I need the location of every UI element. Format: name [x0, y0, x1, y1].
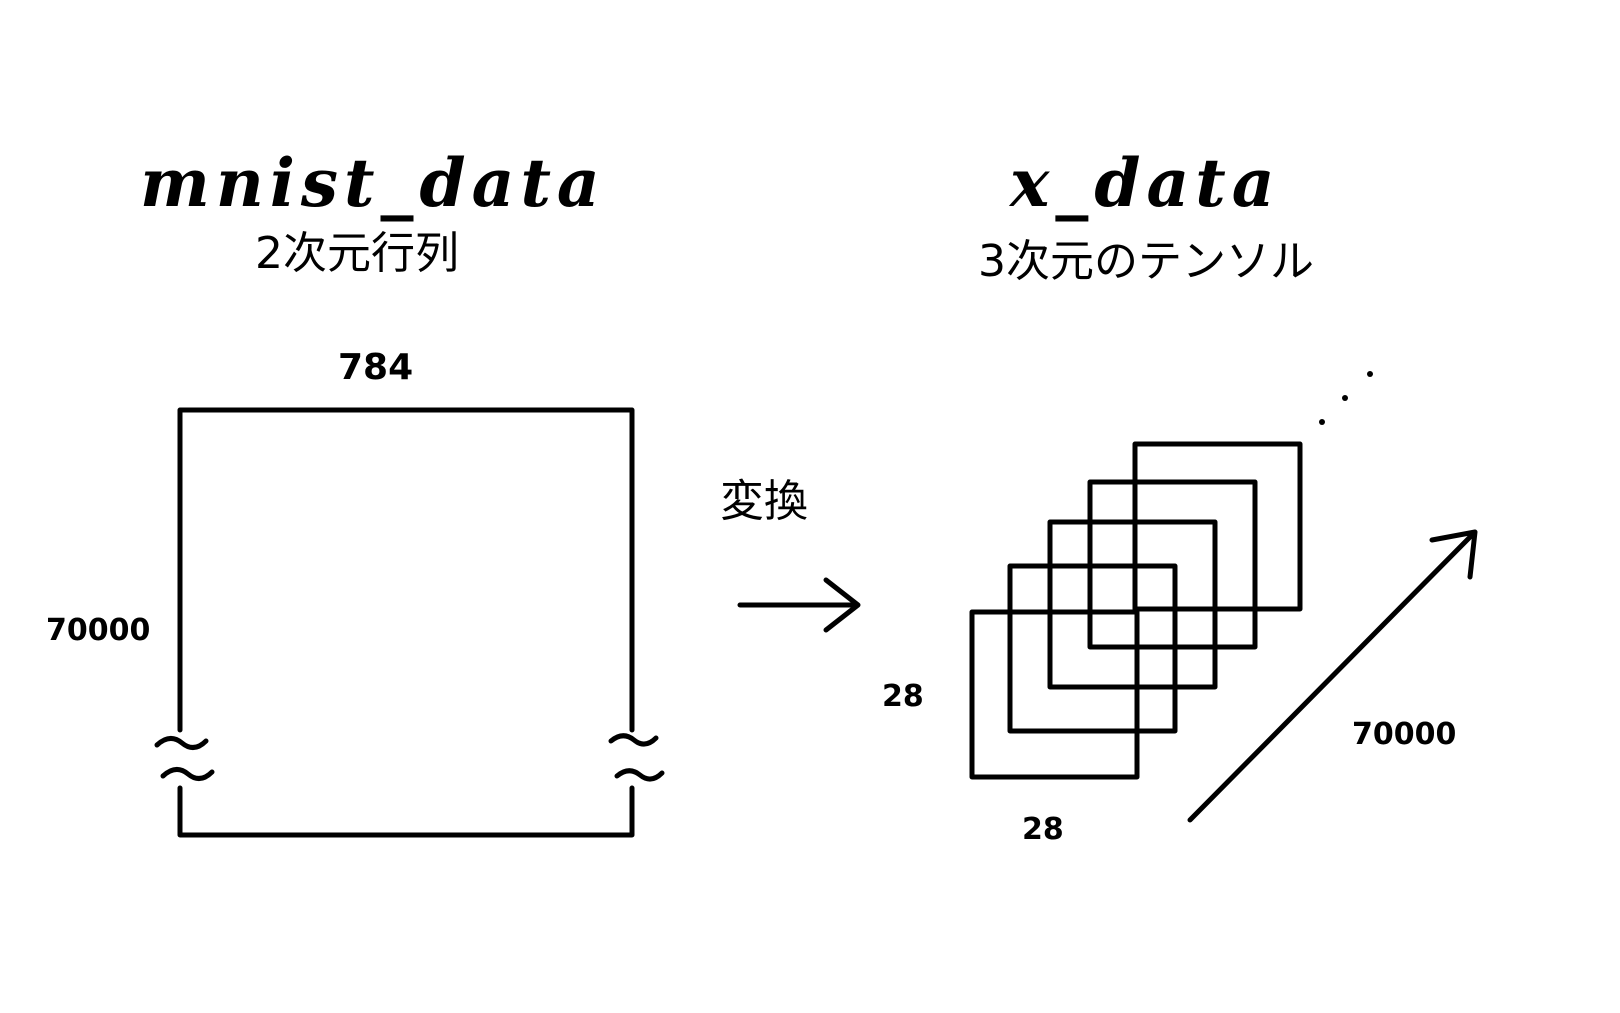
matrix-outline-top — [177, 407, 635, 733]
matrix-subtitle: 2次元行列 — [255, 228, 459, 279]
tensor-title: x_data — [1010, 144, 1281, 222]
transform-arrow — [737, 577, 861, 633]
tensor-width-label: 28 — [1022, 812, 1064, 847]
tensor-slice — [1007, 563, 1178, 734]
tensor-slice — [969, 609, 1140, 780]
tensor-height-label: 28 — [882, 679, 924, 714]
matrix-width-label: 784 — [338, 347, 414, 388]
tensor-slice — [1047, 519, 1218, 690]
matrix-title: mnist_data — [140, 144, 606, 222]
matrix-height-label: 70000 — [46, 613, 151, 648]
matrix-outline-bottom — [177, 785, 635, 838]
tensor-subtitle: 3次元のテンソル — [978, 236, 1314, 287]
transform-label: 変換 — [720, 476, 808, 527]
matrix-break-right — [608, 733, 665, 782]
depth-arrow — [1187, 529, 1478, 823]
tensor-depth-label: 70000 — [1352, 717, 1457, 752]
matrix-break-left — [154, 736, 215, 781]
continuation-dots — [1319, 371, 1373, 425]
